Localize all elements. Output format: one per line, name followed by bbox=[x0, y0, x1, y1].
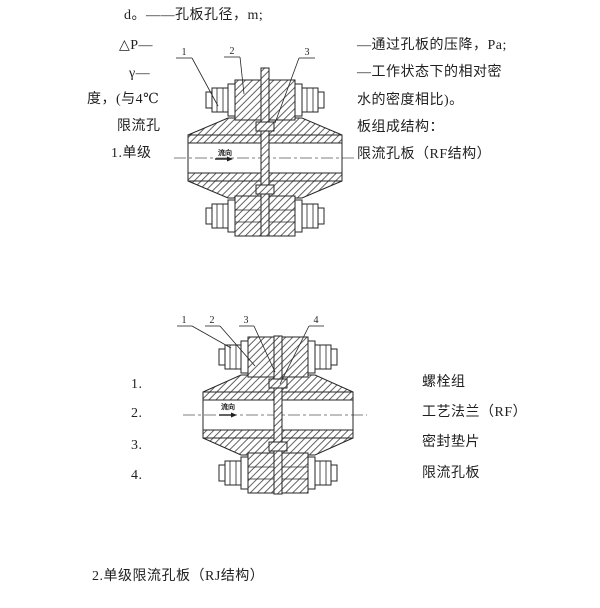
parts-list-label-process-flange: 工艺法兰（RF） bbox=[422, 405, 528, 420]
def-gamma: γ— bbox=[129, 66, 151, 81]
def-single-stage-left: 1.单级 bbox=[111, 146, 152, 161]
def-rf-structure: 限流孔板（RF结构） bbox=[357, 147, 492, 162]
parts-list-label-gasket: 密封垫片 bbox=[422, 435, 480, 450]
bolt-group-bottom bbox=[218, 456, 338, 490]
parts-list-number-4: 4. bbox=[131, 468, 143, 483]
callout-2: 2 bbox=[230, 46, 235, 57]
figure1-callouts: 1 2 3 bbox=[176, 46, 315, 124]
callout-1: 1 bbox=[182, 47, 187, 58]
def-structure-left: 限流孔 bbox=[117, 119, 161, 134]
def-delta-p: △P— bbox=[119, 38, 154, 53]
parts-list-label-orifice-plate: 限流孔板 bbox=[422, 466, 480, 481]
def-density-left: 度，(与4℃ bbox=[87, 92, 160, 107]
def-relative-density: —工作状态下的相对密 bbox=[357, 65, 502, 80]
bolt-group-top bbox=[218, 340, 338, 374]
callout-1: 1 bbox=[182, 315, 187, 326]
bolt-group-top bbox=[205, 83, 325, 117]
def-orifice-diameter: d。——孔板孔径，m; bbox=[124, 8, 264, 23]
flow-label: 流向 bbox=[221, 402, 235, 411]
callout-3: 3 bbox=[244, 315, 249, 326]
callout-2: 2 bbox=[210, 315, 215, 326]
figure1-rf-orifice-assembly-drawing: 流向 1 2 3 bbox=[174, 46, 356, 237]
flow-direction-arrow: 流向 bbox=[215, 148, 233, 162]
parts-list-number-3: 3. bbox=[131, 438, 143, 453]
callout-4: 4 bbox=[314, 315, 319, 326]
figure2-rj-orifice-assembly-drawing: 流向 1 2 3 4 bbox=[177, 315, 367, 495]
bolt-group-bottom bbox=[205, 199, 325, 233]
parts-list-label-bolt-set: 螺栓组 bbox=[422, 375, 466, 390]
flow-direction-arrow: 流向 bbox=[219, 402, 237, 418]
orifice-plate bbox=[268, 335, 288, 495]
def-structure-right: 板组成结构： bbox=[357, 120, 444, 135]
parts-list-number-1: 1. bbox=[131, 377, 143, 392]
parts-list-number-2: 2. bbox=[131, 406, 143, 421]
def-pressure-drop: —通过孔板的压降，Pa; bbox=[357, 38, 507, 53]
orifice-plate bbox=[255, 67, 275, 237]
def-density-right: 水的密度相比)。 bbox=[357, 93, 464, 108]
flow-label: 流向 bbox=[218, 148, 232, 157]
callout-3: 3 bbox=[305, 47, 310, 58]
section-heading-rj: 2.单级限流孔板（RJ结构） bbox=[92, 569, 265, 584]
figure2-callouts: 1 2 3 4 bbox=[177, 315, 324, 385]
